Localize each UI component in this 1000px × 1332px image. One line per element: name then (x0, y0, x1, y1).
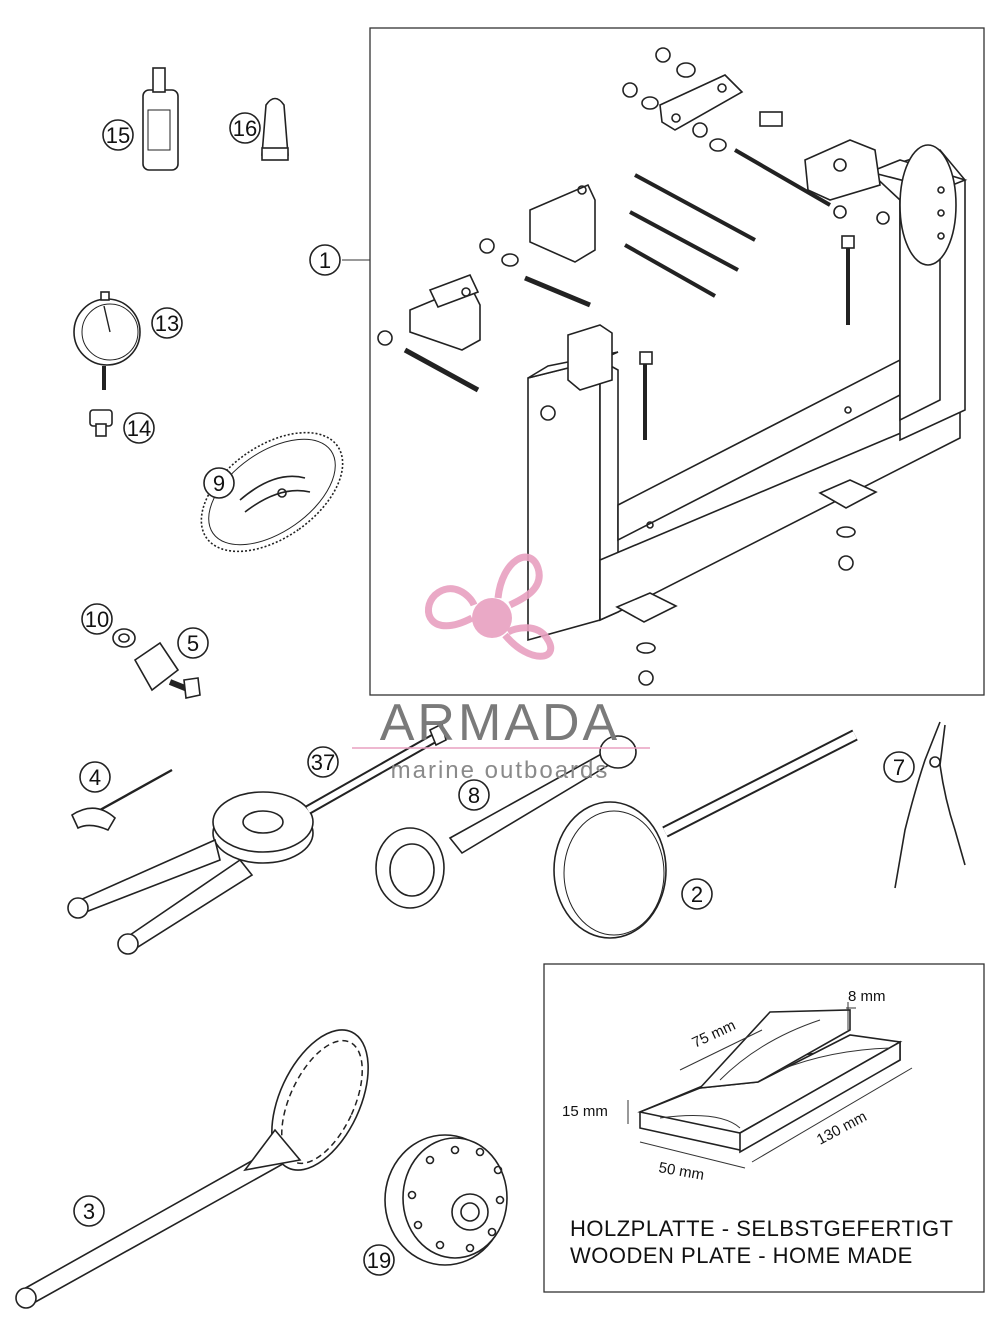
svg-text:16: 16 (233, 116, 257, 141)
callout-16: 16 (229, 112, 261, 144)
wooden-plate-panel (543, 963, 985, 1293)
engine-stand-group (342, 27, 985, 696)
bracket-plate-top (659, 74, 744, 131)
bolts-and-rods (403, 111, 855, 440)
callout-14: 14 (123, 412, 155, 444)
puller-5 (133, 641, 201, 699)
plate-title-en: WOODEN PLATE - HOME MADE (570, 1243, 913, 1268)
svg-text:13: 13 (155, 311, 179, 336)
callout-9: 9 (203, 467, 235, 499)
wooden-plate-frame (543, 963, 985, 1293)
flywheel-holder-2 (553, 729, 858, 939)
callout-8: 8 (458, 779, 490, 811)
svg-text:15: 15 (106, 123, 130, 148)
circlip-pliers-7 (894, 721, 966, 889)
loctite-bottle-15 (142, 67, 179, 171)
armada-watermark (352, 553, 650, 749)
dim-75-label: 75 mm (690, 1017, 739, 1052)
callout-4: 4 (79, 761, 111, 793)
nuts-and-washers (377, 47, 878, 686)
dim-130-label: 130 mm (814, 1108, 870, 1148)
insert-10 (112, 628, 136, 648)
callout-15: 15 (102, 119, 134, 151)
svg-text:2: 2 (691, 882, 703, 907)
svg-text:5: 5 (187, 631, 199, 656)
holding-wrench-8 (375, 735, 637, 909)
svg-text:3: 3 (83, 1199, 95, 1224)
dim-15-label: 15 mm (562, 1103, 608, 1120)
plate-title-de: HOLZPLATTE - SELBSTGEFERTIGT (570, 1216, 954, 1241)
callout-37: 37 (307, 746, 339, 778)
watermark-brand: ARMADA (380, 694, 620, 752)
watermark-tagline: marine outboards (391, 757, 610, 784)
callout-5: 5 (177, 627, 209, 659)
locking-tool-4 (70, 768, 173, 832)
engine-stand (527, 139, 968, 642)
clutch-holder-3 (15, 1029, 369, 1309)
svg-text:9: 9 (213, 471, 225, 496)
callout-19: 19 (363, 1244, 395, 1276)
svg-text:10: 10 (85, 607, 109, 632)
svg-text:1: 1 (319, 248, 331, 273)
svg-text:8: 8 (468, 783, 480, 808)
rotor-puller-19 (384, 1134, 508, 1266)
bracket-left (409, 273, 481, 351)
bracket-middle (529, 183, 596, 263)
dim-50-label: 50 mm (657, 1159, 705, 1184)
propeller-logo-icon (424, 553, 555, 660)
dial-gauge-13 (73, 291, 141, 390)
svg-text:4: 4 (89, 765, 101, 790)
callout-3: 3 (73, 1195, 105, 1227)
svg-text:14: 14 (127, 416, 151, 441)
engine-stand-frame (369, 27, 985, 696)
callout-10: 10 (81, 603, 113, 635)
degree-wheel-9 (200, 431, 344, 553)
dim-8-label: 8 mm (848, 988, 886, 1005)
callout-13: 13 (151, 307, 183, 339)
callouts: 1 15 16 13 14 9 10 5 4 37 8 7 2 3 19 (73, 112, 915, 1276)
callout-2: 2 (681, 878, 713, 910)
callout-1: 1 (309, 244, 341, 276)
gauge-adapter-14 (89, 409, 113, 437)
sealant-tube-16 (261, 97, 289, 161)
svg-text:37: 37 (311, 750, 335, 775)
svg-text:19: 19 (367, 1248, 391, 1273)
callout-7: 7 (883, 751, 915, 783)
svg-text:7: 7 (893, 755, 905, 780)
